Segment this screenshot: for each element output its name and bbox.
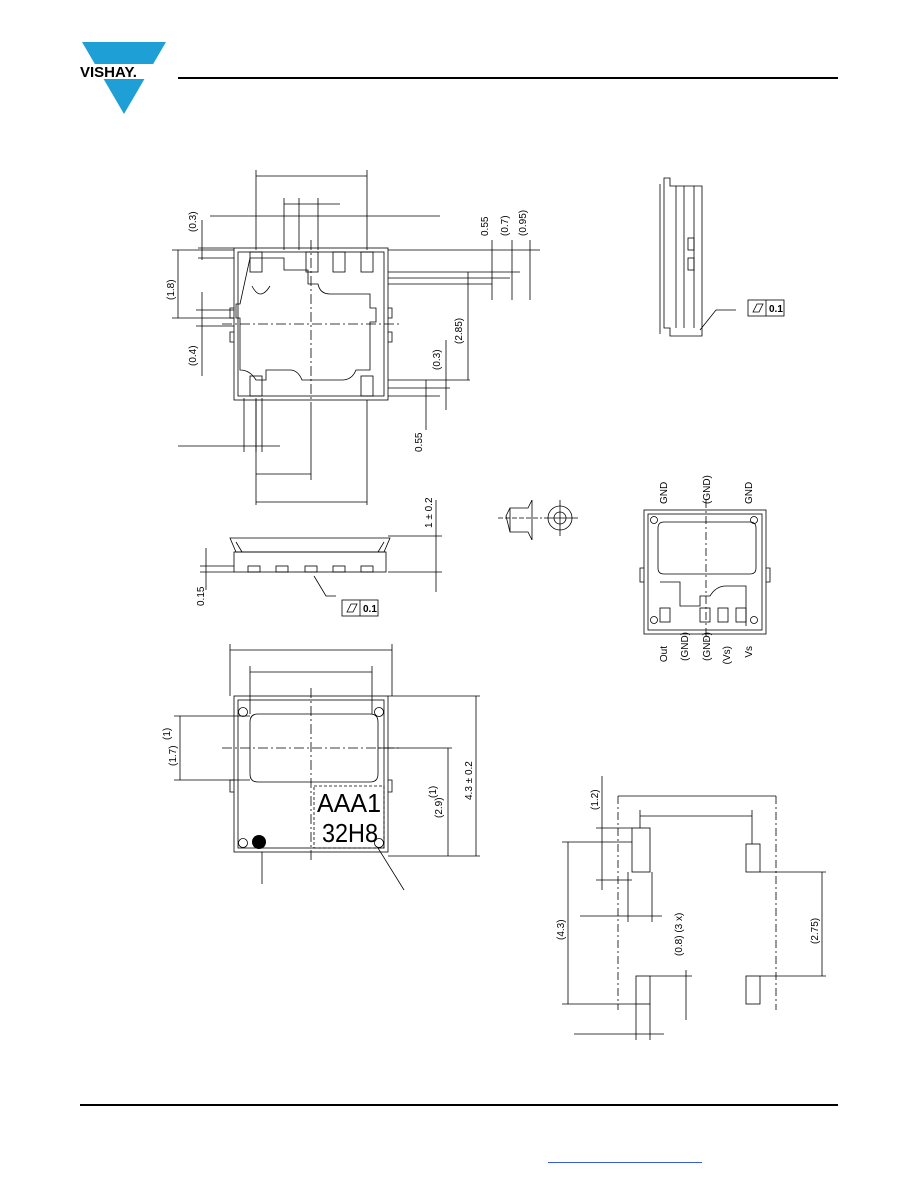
pin-label-bottom-2: (GND) bbox=[680, 632, 691, 661]
pinout-view bbox=[639, 500, 771, 640]
dim-label-4-3-tol: 4.3 ± 0.2 bbox=[464, 761, 475, 800]
dim-label-0-55-bottom: 0.55 bbox=[414, 432, 425, 452]
flatness-value-side: 0.1 bbox=[769, 304, 783, 315]
pin-label-top-2: (GND) bbox=[702, 475, 713, 504]
dim-label-0-55-top: 0.55 bbox=[480, 216, 491, 236]
dim-label-2-75: (2.75) bbox=[810, 918, 821, 944]
dim-label-1-8: (1.8) bbox=[166, 279, 177, 300]
dim-label-4-3: (4.3) bbox=[556, 919, 567, 940]
pin-label-bottom-5: Vs bbox=[744, 646, 755, 658]
dim-label-0-3: (0.3) bbox=[188, 211, 199, 232]
dim-label-height: 1 ± 0.2 bbox=[424, 497, 435, 528]
dim-label-0-8-3x: (0.8) (3 x) bbox=[674, 913, 685, 956]
dim-label-0-4: (0.4) bbox=[188, 345, 199, 366]
pin-label-bottom-3: (GND) bbox=[702, 632, 713, 661]
logo-text: VISHAY. bbox=[80, 64, 137, 81]
marking-line-2: 32H8 bbox=[322, 818, 378, 848]
projection-symbol bbox=[498, 499, 578, 541]
dim-label-2-85: (2.85) bbox=[454, 318, 465, 344]
pin-labels: GND (GND) GND Out (GND) (GND) (Vs) Vs bbox=[659, 475, 755, 664]
dim-label-1-7: (1.7) bbox=[168, 745, 179, 766]
dim-label-1-2: (1.2) bbox=[590, 789, 601, 810]
dim-label-0-95: (0.95) bbox=[518, 210, 529, 236]
dim-label-2-9-note: (1) bbox=[428, 786, 439, 798]
pin-label-bottom-4: (Vs) bbox=[722, 646, 733, 664]
flatness-value-front: 0.1 bbox=[363, 604, 377, 615]
dim-label-2-9: (2.9) bbox=[434, 797, 445, 818]
footer-link-underline[interactable] bbox=[548, 1162, 702, 1163]
pin-label-top-1: GND bbox=[659, 482, 670, 504]
footer-rule bbox=[80, 1104, 838, 1106]
dimension-labels: (0.3) (1.8) (0.4) 0.55 (0.7) (0.95) (2.8… bbox=[162, 210, 821, 956]
dim-label-0-3-right: (0.3) bbox=[432, 349, 443, 370]
pin-label-top-3: GND bbox=[744, 482, 755, 504]
right-side-view bbox=[659, 177, 785, 337]
dim-label-0-7: (0.7) bbox=[500, 215, 511, 236]
pin1-marker bbox=[252, 835, 266, 849]
vishay-logo: VISHAY. bbox=[78, 40, 170, 116]
pin-label-bottom-1: Out bbox=[659, 646, 670, 662]
marking-view bbox=[174, 644, 480, 891]
front-side-view bbox=[200, 500, 442, 617]
footprint-view bbox=[562, 776, 826, 1040]
marking-line-1: AAA1 bbox=[317, 788, 381, 818]
header-rule bbox=[178, 77, 838, 79]
top-view-outline bbox=[222, 240, 400, 410]
dim-label-1-7-note: (1) bbox=[162, 728, 173, 740]
dim-label-0-15: 0.15 bbox=[196, 586, 207, 606]
vishay-logo-graphic: VISHAY. bbox=[78, 42, 170, 114]
top-view-dimensions bbox=[172, 170, 540, 505]
